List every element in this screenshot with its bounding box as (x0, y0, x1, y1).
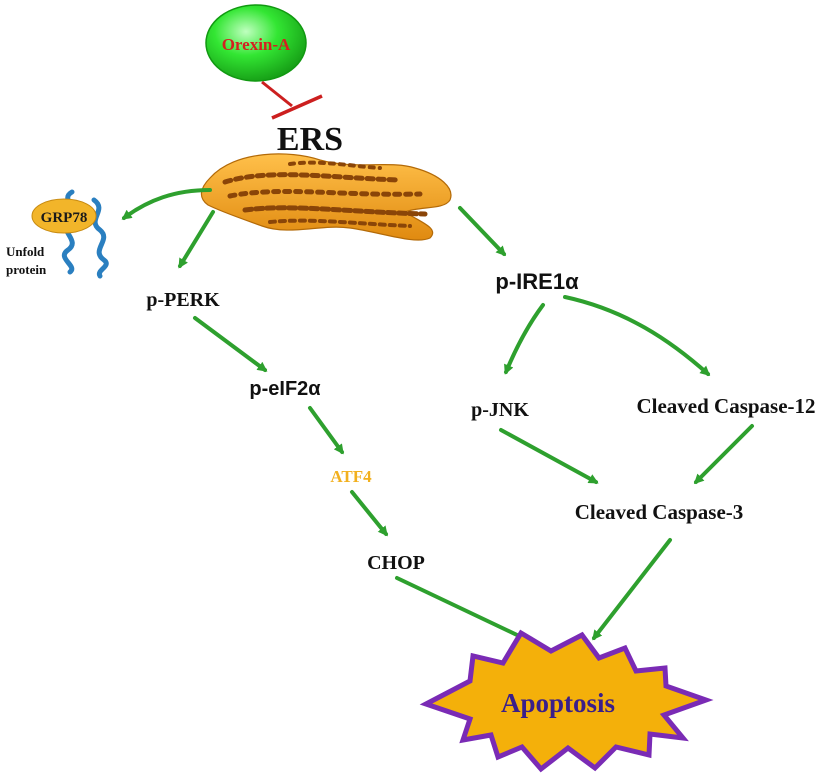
arrow-pjnk-to-caspase3 (499, 428, 599, 484)
orexin-a-ellipse (205, 4, 307, 82)
caspase3-label: Cleaved Caspase-3 (575, 500, 744, 524)
arrow-er-to-pperk (178, 210, 215, 269)
grp78-label: GRP78 (41, 210, 88, 226)
arrow-caspase3-to-apoptosis (592, 538, 672, 641)
arrow-peif2a-to-atf4 (308, 406, 344, 455)
pire1a-label: p-IRE1α (495, 269, 579, 294)
arrow-caspase12-to-caspase3 (693, 424, 754, 485)
caspase12-label: Cleaved Caspase-12 (636, 394, 815, 418)
arrow-pire1a-to-pjnk (504, 303, 545, 375)
arrow-pire1a-to-caspase12 (563, 295, 711, 377)
grp78-chaperone-icon (31, 198, 97, 234)
orexin-a-label: Orexin-A (222, 35, 291, 54)
atf4-label: ATF4 (330, 467, 372, 486)
arrow-er-to-pire1a (458, 206, 507, 257)
arrow-atf4-to-chop (350, 490, 388, 537)
apoptosis-burst-icon (419, 629, 714, 773)
pathway-arrows (121, 188, 754, 646)
er-organelle-icon (200, 153, 452, 241)
grp78-node: GRP78 (31, 198, 97, 234)
arrow-chop-to-apoptosis (395, 576, 539, 646)
unfold-label: Unfold (6, 244, 45, 259)
apoptosis-label: Apoptosis (501, 688, 615, 718)
arrow-pperk-to-peif2a (193, 316, 268, 372)
pperk-label: p-PERK (146, 289, 220, 311)
peif2a-label: p-eIF2α (249, 378, 321, 400)
pjnk-label: p-JNK (471, 399, 529, 421)
chop-label: CHOP (367, 552, 425, 574)
inhibition-symbol (261, 80, 323, 120)
ers-label: ERS (277, 121, 343, 158)
orexin-a-node: Orexin-A (205, 4, 307, 82)
protein-label: protein (6, 262, 47, 277)
apoptosis-node: Apoptosis (419, 629, 714, 773)
arrow-er-to-grp78 (121, 188, 212, 220)
